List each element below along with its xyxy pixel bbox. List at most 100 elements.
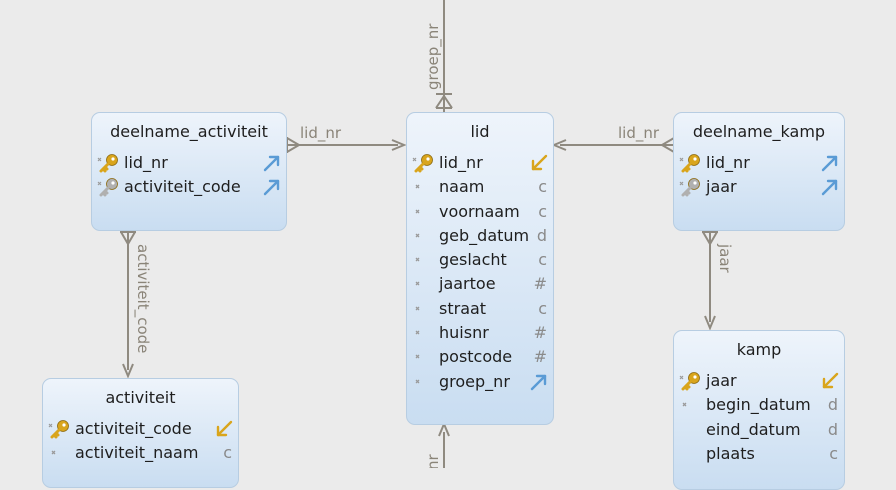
field-type-code: d <box>827 419 838 439</box>
field-row[interactable]: activiteit_code <box>43 417 238 441</box>
entity-title: lid <box>470 122 490 141</box>
activiteit-code-label: activiteit_code <box>133 244 152 353</box>
field-name: activiteit_code <box>124 177 241 197</box>
foreign-key-arrow-icon <box>820 177 840 197</box>
field-type-code: c <box>829 443 838 463</box>
column-marker-icon <box>410 345 436 369</box>
field-name: begin_datum <box>706 395 811 415</box>
lid-nr-label-right: lid_nr <box>618 124 660 143</box>
bottom-nr-label: nr <box>424 453 442 468</box>
entity-activiteit[interactable]: activiteit activiteit_code activiteit_naa… <box>42 378 239 488</box>
field-name: activiteit_code <box>75 419 192 438</box>
field-list: activiteit_code activiteit_naam c <box>43 417 238 466</box>
field-row[interactable]: straat c <box>407 297 553 321</box>
relationship-lines: groep_nr lid_nr lid_nr activiteit_code j… <box>120 0 734 468</box>
field-row[interactable]: jaar <box>674 175 844 199</box>
field-type-code: # <box>533 274 547 294</box>
field-name: plaats <box>706 443 755 463</box>
field-name: jaartoe <box>439 274 496 294</box>
field-row[interactable]: naam c <box>407 175 553 199</box>
primary-key-icon <box>677 151 703 175</box>
field-row[interactable]: jaartoe # <box>407 272 553 296</box>
foreign-key-arrow-icon <box>820 153 840 173</box>
field-type-code: c <box>538 298 547 318</box>
column-marker-icon <box>46 441 72 465</box>
column-marker-icon <box>677 442 703 466</box>
primary-key-icon <box>677 369 703 393</box>
field-name: voornaam <box>439 201 520 221</box>
column-marker-icon <box>677 418 703 442</box>
field-row[interactable]: activiteit_code <box>92 175 286 199</box>
entity-title: activiteit <box>105 388 176 407</box>
field-type-code: c <box>223 443 232 463</box>
primary-key-icon <box>95 151 121 175</box>
key-reference-arrow-icon <box>820 371 840 391</box>
field-name: straat <box>439 298 487 318</box>
foreign-key-arrow-icon <box>262 153 282 173</box>
field-name: huisnr <box>439 323 489 343</box>
key-reference-arrow-icon <box>529 153 549 173</box>
field-row[interactable]: jaar <box>674 369 844 393</box>
column-marker-icon <box>410 224 436 248</box>
field-row[interactable]: plaats c <box>674 442 844 466</box>
entity-title: deelname_kamp <box>692 122 826 141</box>
field-name: lid_nr <box>706 153 750 172</box>
column-marker-icon <box>410 272 436 296</box>
column-marker-icon <box>410 297 436 321</box>
column-marker-icon <box>410 248 436 272</box>
secondary-key-icon <box>95 175 121 199</box>
field-name: geslacht <box>439 250 507 270</box>
key-reference-arrow-icon <box>214 419 234 439</box>
field-name: postcode <box>439 347 513 367</box>
field-row[interactable]: lid_nr <box>674 151 844 175</box>
entity-title: kamp <box>736 340 782 359</box>
foreign-key-arrow-icon <box>529 372 549 392</box>
column-marker-icon <box>410 200 436 224</box>
secondary-key-icon <box>677 175 703 199</box>
field-name: eind_datum <box>706 419 801 439</box>
field-row[interactable]: groep_nr <box>407 370 553 394</box>
field-type-code: # <box>533 347 547 367</box>
field-name: jaar <box>706 177 737 197</box>
field-row[interactable]: voornaam c <box>407 200 553 224</box>
field-row[interactable]: geslacht c <box>407 248 553 272</box>
column-marker-icon <box>410 321 436 345</box>
field-name: activiteit_naam <box>75 443 199 463</box>
field-name: naam <box>439 177 485 197</box>
column-marker-icon <box>410 370 436 394</box>
field-row[interactable]: postcode # <box>407 345 553 369</box>
primary-key-icon <box>46 417 72 441</box>
field-name: groep_nr <box>439 371 510 391</box>
foreign-key-arrow-icon <box>262 177 282 197</box>
field-row[interactable]: lid_nr <box>407 151 553 175</box>
field-type-code: d <box>536 225 547 245</box>
field-row[interactable]: lid_nr <box>92 151 286 175</box>
groep-nr-label: groep_nr <box>424 23 443 90</box>
column-marker-icon <box>677 393 703 417</box>
field-row[interactable]: activiteit_naam c <box>43 441 238 465</box>
field-row[interactable]: eind_datum d <box>674 418 844 442</box>
field-type-code: c <box>538 250 547 270</box>
field-name: jaar <box>706 371 737 390</box>
field-row[interactable]: geb_datum d <box>407 224 553 248</box>
field-name: geb_datum <box>439 225 530 245</box>
column-marker-icon <box>410 175 436 199</box>
jaar-label: jaar <box>716 243 734 274</box>
field-row[interactable]: huisnr # <box>407 321 553 345</box>
field-type-code: c <box>538 201 547 221</box>
primary-key-icon <box>410 151 436 175</box>
lid-nr-label-left: lid_nr <box>300 124 342 143</box>
entity-title: deelname_activiteit <box>110 122 268 141</box>
field-type-code: c <box>538 177 547 197</box>
field-type-code: # <box>533 323 547 343</box>
field-name: lid_nr <box>439 153 483 172</box>
